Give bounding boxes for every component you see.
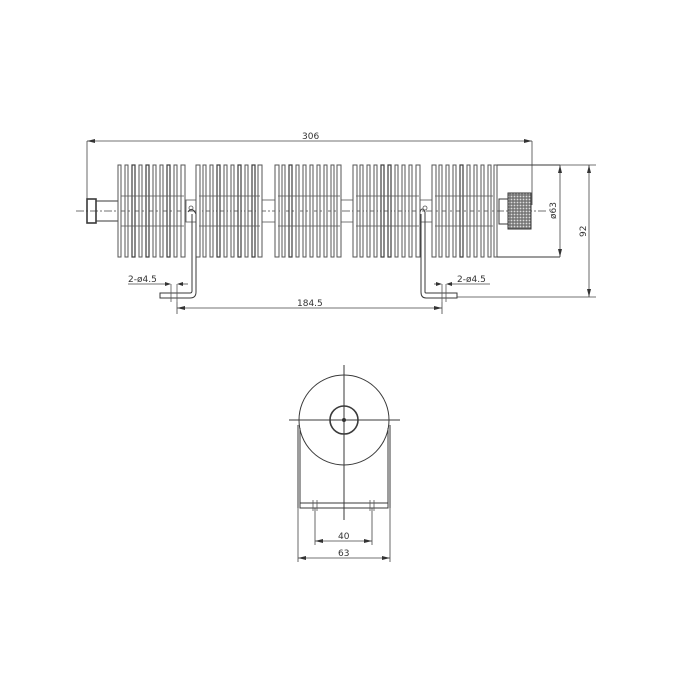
end-housing-outline xyxy=(497,164,560,258)
right-connector xyxy=(498,192,532,230)
dimension-hole-spacing: 40 xyxy=(314,508,373,545)
left-mounting-bracket xyxy=(159,205,197,302)
fin-group-3 xyxy=(274,164,342,258)
dimension-diameter: ø63 xyxy=(549,165,562,257)
dimension-bracket-spacing: 184.5 xyxy=(176,299,443,314)
fin-group-4 xyxy=(352,164,421,258)
dimension-label-diameter: ø63 xyxy=(549,202,559,219)
dimension-label-overall-length: 306 xyxy=(302,132,319,142)
dimension-label-height: 92 xyxy=(579,226,589,237)
center-point xyxy=(342,418,346,422)
right-mounting-bracket xyxy=(419,205,458,302)
dimension-overall-length: 306 xyxy=(86,132,533,205)
fin-group-2 xyxy=(195,164,263,258)
end-view: 40 63 xyxy=(289,365,400,562)
dimension-label-hole-right: 2-ø4.5 xyxy=(457,275,486,285)
fin-group-1 xyxy=(117,164,186,258)
connector-circle xyxy=(329,405,359,435)
dimension-bracket-width: 63 xyxy=(297,508,391,562)
dimension-hole-left: 2-ø4.5 xyxy=(128,275,188,286)
side-view: 306 xyxy=(76,132,596,314)
outer-fin-circle xyxy=(298,374,390,466)
dimension-label-bracket-spacing: 184.5 xyxy=(297,299,323,309)
fin-group-5 xyxy=(431,164,498,258)
end-view-bracket xyxy=(297,425,391,511)
dimension-label-bracket-width: 63 xyxy=(338,549,349,559)
dimension-height: 92 xyxy=(457,164,596,298)
dimension-label-hole-spacing: 40 xyxy=(338,532,350,542)
dimension-hole-right: 2-ø4.5 xyxy=(434,275,490,286)
dimension-label-hole-left: 2-ø4.5 xyxy=(128,275,157,285)
